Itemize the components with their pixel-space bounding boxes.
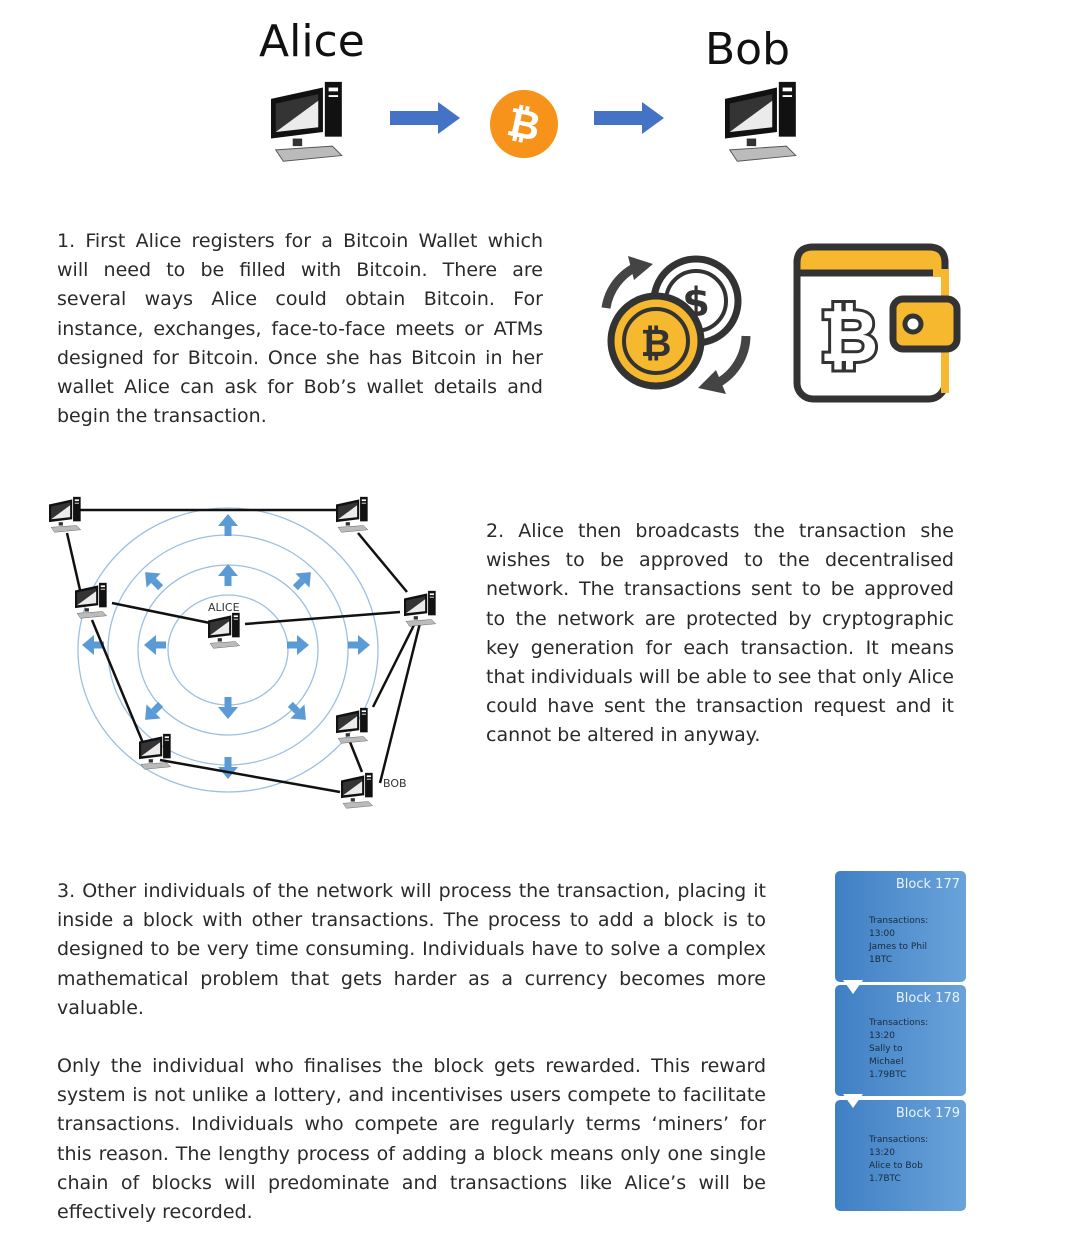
bob-node-label: BOB: [383, 777, 407, 790]
broadcast-waves: [77, 507, 379, 793]
arrow-right-icon: [594, 102, 664, 134]
computer-icon: [335, 496, 368, 533]
bitcoin-coin-icon: ₿: [490, 90, 558, 158]
computer-icon: [335, 707, 368, 744]
computer-icon: [48, 496, 81, 533]
block-line: 1BTC: [869, 955, 893, 965]
broadcast-arrows: [82, 514, 370, 779]
block-line: Alice to Bob: [869, 1161, 923, 1171]
arrow-right-icon: [390, 102, 460, 134]
network-links: [65, 508, 422, 794]
block-title: Block 177: [895, 877, 960, 892]
alice-node-label: ALICE: [208, 601, 240, 614]
computer-icon: [403, 590, 436, 627]
step-1-paragraph: 1. First Alice registers for a Bitcoin W…: [57, 230, 543, 428]
currency-exchange-icon: $ ₿: [601, 255, 751, 394]
block-title: Block 178: [895, 991, 960, 1006]
block-title: Block 179: [895, 1106, 960, 1121]
alice-computer-icon: [207, 612, 240, 649]
step-1-text: 1. First Alice registers for a Bitcoin W…: [57, 227, 543, 431]
block-line: Michael: [869, 1057, 904, 1067]
receiver-name: Bob: [705, 24, 791, 75]
svg-text:₿: ₿: [820, 294, 879, 378]
block-line: 13:20: [869, 1031, 895, 1041]
block-line: Sally to: [869, 1044, 903, 1054]
step-3-paragraph-2: Only the individual who finalises the bl…: [57, 1055, 766, 1224]
block-line: Transactions:: [869, 1135, 929, 1145]
bitcoin-wallet-icon: ₿: [793, 243, 961, 403]
block-line: 1.79BTC: [869, 1070, 907, 1080]
sender-name: Alice: [259, 16, 365, 67]
block-line: 13:00: [869, 929, 895, 939]
step-3-paragraph: 3. Other individuals of the network will…: [57, 880, 766, 1019]
step-2-text: 2. Alice then broadcasts the transaction…: [486, 517, 954, 751]
step-2-paragraph: 2. Alice then broadcasts the transaction…: [486, 520, 954, 747]
chain-arrow-icon: [843, 980, 863, 994]
svg-text:₿: ₿: [641, 321, 672, 365]
block-line: Transactions:: [869, 1018, 929, 1028]
block-line: 13:20: [869, 1148, 895, 1158]
step-3-text: 3. Other individuals of the network will…: [57, 877, 766, 1227]
block-line: Transactions:: [869, 916, 929, 926]
bob-computer-icon: [340, 772, 373, 809]
block-line: 1.7BTC: [869, 1174, 901, 1184]
block-line: James to Phil: [869, 942, 928, 952]
computer-icon: [138, 733, 171, 770]
chain-arrow-icon: [843, 1094, 863, 1108]
